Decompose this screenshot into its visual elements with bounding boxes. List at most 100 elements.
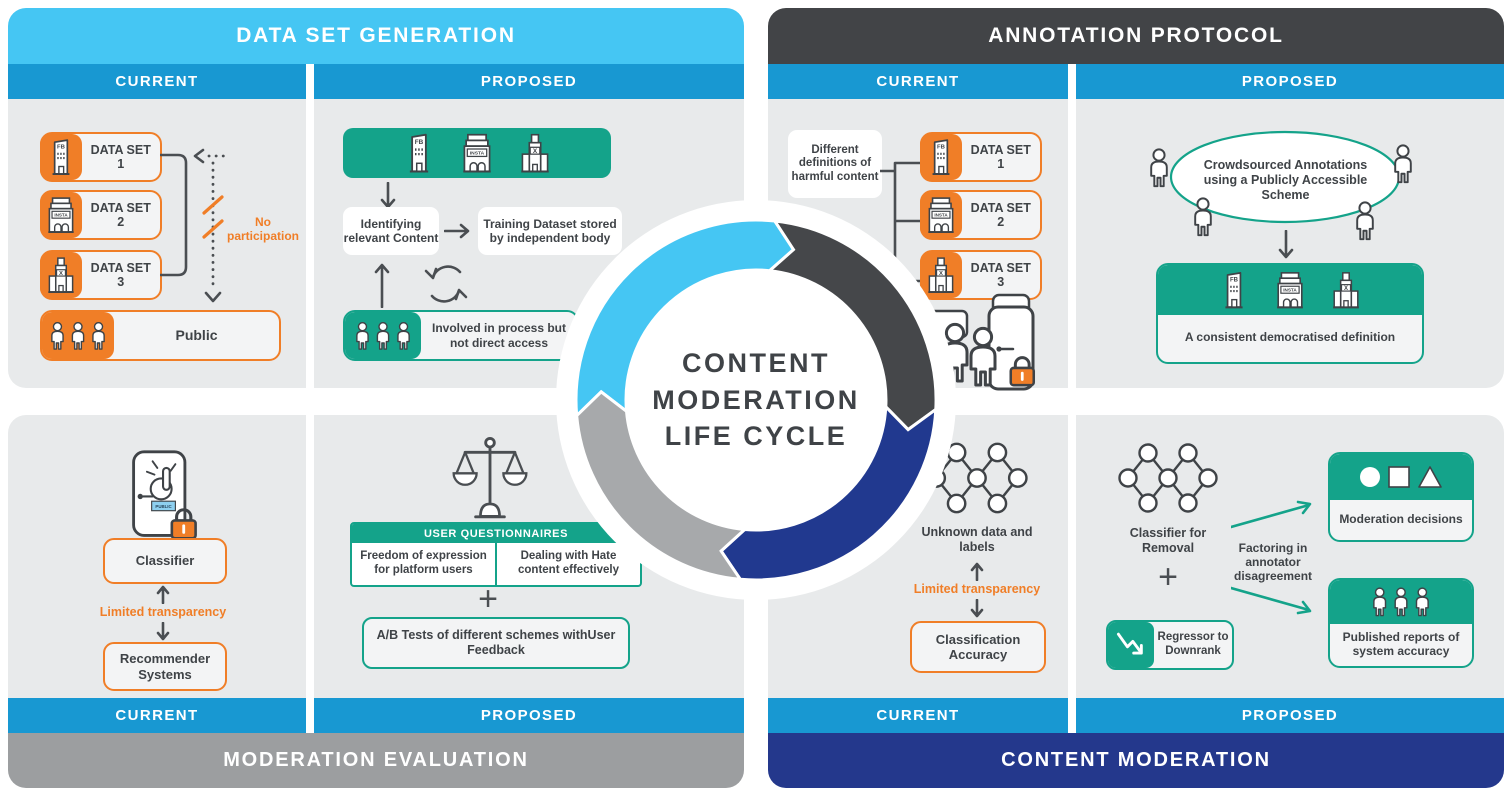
different-definitions-box: Different definitions of harmful content bbox=[788, 130, 882, 198]
center-title-line: MODERATION bbox=[652, 384, 860, 415]
x-building-icon: X bbox=[520, 133, 550, 173]
limited-transparency-label: Limited transparency bbox=[913, 582, 1041, 596]
no-participation-arrow bbox=[193, 148, 227, 303]
crowdsourced-label: Crowdsourced Annotations using a Publicl… bbox=[1203, 158, 1368, 202]
phone-click-lock-icon: PUBLIC bbox=[132, 450, 198, 540]
insta-building-icon: INSTA bbox=[919, 192, 962, 238]
public-box: Public bbox=[40, 310, 281, 361]
platforms-banner: FB INSTA X bbox=[343, 128, 611, 178]
cycle-arrows-icon bbox=[424, 265, 468, 303]
fb-building-icon: FB bbox=[1224, 271, 1244, 309]
fb-building-icon: FB bbox=[39, 134, 82, 180]
svg-text:X: X bbox=[1344, 286, 1348, 292]
svg-text:X: X bbox=[533, 148, 538, 155]
people-icon bbox=[345, 312, 421, 359]
center-title-line: CONTENT bbox=[682, 348, 830, 379]
people-icon bbox=[42, 312, 114, 359]
dsg-title: DATA SET GENERATION bbox=[8, 8, 744, 64]
up-arrow-icon bbox=[374, 263, 390, 308]
dataset-box-3: X DATA SET 3 bbox=[919, 250, 1042, 300]
no-participation-label: No participation bbox=[226, 215, 299, 244]
factoring-label: Factoring in annotator disagreement bbox=[1233, 540, 1313, 584]
user-questionnaires-table: USER QUESTIONNAIRES Freedom of expressio… bbox=[350, 522, 642, 587]
svg-text:FB: FB bbox=[937, 145, 945, 151]
user-questionnaires-header: USER QUESTIONNAIRES bbox=[352, 524, 640, 543]
me-current-header: CURRENT bbox=[8, 698, 306, 733]
annotator-person-icon bbox=[1150, 148, 1168, 188]
dataset-label: DATA SET 2 bbox=[970, 200, 1031, 229]
dataset-label: DATA SET 1 bbox=[970, 142, 1031, 171]
ap-proposed-header: PROPOSED bbox=[1076, 64, 1504, 99]
ap-title: ANNOTATION PROTOCOL bbox=[768, 8, 1504, 64]
x-building-icon: X bbox=[919, 252, 962, 298]
involved-label: Involved in process but not direct acces… bbox=[431, 321, 567, 350]
svg-text:X: X bbox=[939, 271, 943, 277]
dsg-proposed-header: PROPOSED bbox=[314, 64, 744, 99]
people-icon bbox=[1330, 580, 1472, 624]
svg-text:INSTA: INSTA bbox=[934, 213, 948, 218]
me-title: MODERATION EVALUATION bbox=[8, 733, 744, 788]
dataset-label: DATA SET 2 bbox=[90, 200, 151, 229]
identifying-content-box: Identifying relevant Content bbox=[343, 207, 439, 255]
svg-text:X: X bbox=[59, 271, 63, 277]
down-arrow-icon bbox=[970, 599, 984, 618]
regressor-label: Regressor to Downrank bbox=[1157, 631, 1229, 657]
dataset-box-1: FB DATA SET 1 bbox=[919, 132, 1042, 182]
consistent-definition-label: A consistent democratised definition bbox=[1184, 330, 1396, 345]
dsg-current-header: CURRENT bbox=[8, 64, 306, 99]
right-arrow-icon bbox=[444, 223, 470, 239]
up-arrow-icon bbox=[970, 562, 984, 581]
published-reports-label: Published reports of system accuracy bbox=[1342, 629, 1460, 658]
center-title: CONTENT MODERATION LIFE CYCLE bbox=[556, 200, 956, 600]
training-dataset-box: Training Dataset stored by independent b… bbox=[478, 207, 622, 255]
svg-text:INSTA: INSTA bbox=[54, 213, 68, 218]
dataset-label: DATA SET 3 bbox=[90, 260, 151, 289]
down-arrow-icon bbox=[1278, 230, 1294, 259]
dataset-label: DATA SET 1 bbox=[90, 142, 151, 171]
classifier-box: Classifier bbox=[103, 538, 227, 584]
dataset-box-2: INSTA DATA SET 2 bbox=[919, 190, 1042, 240]
svg-text:INSTA: INSTA bbox=[1283, 288, 1297, 293]
dataset-box-1: FB DATA SET 1 bbox=[39, 132, 162, 182]
definitions-connector bbox=[880, 161, 924, 283]
questionnaire-cell-left: Freedom of expression for platform users bbox=[352, 543, 497, 585]
published-reports-card: Published reports of system accuracy bbox=[1328, 578, 1474, 668]
regressor-box: Regressor to Downrank bbox=[1106, 620, 1234, 670]
x-building-icon: X bbox=[1332, 271, 1360, 309]
dataset-box-2: INSTA DATA SET 2 bbox=[39, 190, 162, 240]
insta-building-icon: INSTA bbox=[462, 133, 492, 173]
involved-box: Involved in process but not direct acces… bbox=[343, 310, 579, 361]
teal-arrow-down bbox=[1231, 586, 1312, 615]
ap-current-header: CURRENT bbox=[768, 64, 1068, 99]
cycle-arcs bbox=[574, 218, 938, 582]
shapes-icon bbox=[1330, 454, 1472, 500]
svg-text:PUBLIC: PUBLIC bbox=[155, 504, 172, 509]
classification-accuracy-box: Classification Accuracy bbox=[910, 621, 1046, 673]
life-cycle-wheel bbox=[556, 200, 956, 600]
cm-current-header: CURRENT bbox=[768, 698, 1068, 733]
plus-sign: + bbox=[1158, 557, 1178, 596]
svg-text:FB: FB bbox=[1230, 277, 1239, 283]
cm-title: CONTENT MODERATION bbox=[768, 733, 1504, 788]
fb-building-icon: FB bbox=[919, 134, 962, 180]
center-title-line: LIFE CYCLE bbox=[664, 421, 848, 452]
insta-building-icon: INSTA bbox=[1276, 271, 1304, 309]
limited-transparency-label: Limited transparency bbox=[99, 605, 227, 619]
recommender-systems-box: Recommender Systems bbox=[103, 642, 227, 691]
quadrant-data-set-generation: DATA SET GENERATION CURRENT PROPOSED FB … bbox=[8, 8, 744, 388]
scales-icon bbox=[452, 436, 528, 519]
svg-text:INSTA: INSTA bbox=[470, 151, 485, 157]
platforms-banner: FB INSTA X bbox=[1158, 265, 1422, 315]
annotator-person-icon bbox=[1394, 144, 1412, 184]
downtrend-icon bbox=[1108, 622, 1154, 668]
classifier-for-removal-label: Classifier for Removal bbox=[1129, 526, 1207, 555]
dataset-label: DATA SET 3 bbox=[970, 260, 1031, 289]
bracket-connector bbox=[160, 153, 188, 277]
svg-text:FB: FB bbox=[57, 145, 65, 151]
teal-arrow-up bbox=[1231, 500, 1312, 529]
x-building-icon: X bbox=[39, 252, 82, 298]
public-label: Public bbox=[175, 327, 218, 344]
fb-building-icon: FB bbox=[408, 133, 430, 173]
moderation-decisions-label: Moderation decisions bbox=[1339, 511, 1463, 526]
